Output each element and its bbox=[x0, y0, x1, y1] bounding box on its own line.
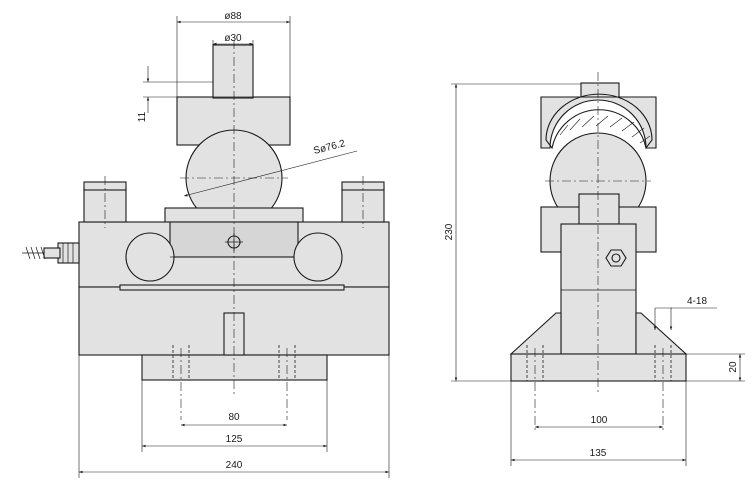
dim-base-thickness: 20 bbox=[728, 361, 739, 373]
dim-top-inner-diameter: ø30 bbox=[224, 33, 242, 44]
side-center-pin bbox=[578, 193, 620, 225]
front-base-plate bbox=[141, 354, 328, 381]
dim-top-recess-depth: 11 bbox=[137, 111, 148, 122]
cable-connector bbox=[22, 242, 80, 264]
side-nut bbox=[605, 249, 627, 267]
side-base-plate bbox=[510, 353, 687, 382]
dim-sphere-diameter: Sø76.2 bbox=[312, 138, 346, 157]
side-base-taper bbox=[509, 312, 562, 355]
dim-overall-length: 240 bbox=[226, 460, 243, 471]
dim-base-width-front: 125 bbox=[226, 434, 243, 445]
front-view: ø88 ø30 11 Sø76.2 80 125 240 bbox=[22, 11, 390, 478]
dim-bolt-spacing-front: 80 bbox=[228, 412, 240, 423]
dim-overall-height: 230 bbox=[444, 223, 455, 240]
side-column bbox=[560, 223, 637, 355]
side-seat-hatch bbox=[545, 93, 653, 150]
side-base-taper-right bbox=[635, 312, 688, 355]
right-roller bbox=[293, 232, 343, 282]
side-view: 230 4-18 20 100 135 bbox=[444, 72, 745, 466]
side-top-cap bbox=[540, 96, 657, 149]
lower-plate bbox=[119, 284, 345, 291]
dim-top-outer-diameter: ø88 bbox=[224, 11, 242, 22]
dim-base-width-side: 135 bbox=[590, 448, 607, 459]
left-roller bbox=[125, 232, 175, 282]
top-pin bbox=[212, 44, 254, 99]
dim-mounting-holes: 4-18 bbox=[687, 296, 707, 307]
dim-bolt-spacing-side: 100 bbox=[591, 415, 608, 426]
